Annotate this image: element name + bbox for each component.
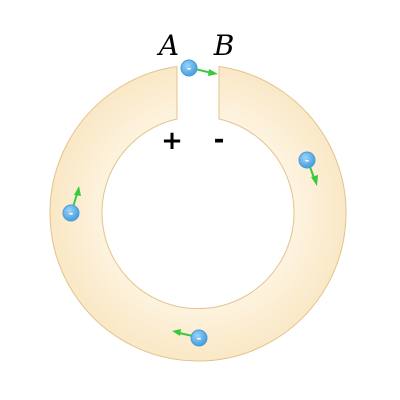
velocity-arrow-icon xyxy=(172,329,194,337)
electron-charge-symbol: - xyxy=(69,207,74,220)
electron-left: - xyxy=(62,186,81,222)
positive-charge-sign: + xyxy=(161,126,183,156)
electron-right: - xyxy=(298,151,318,186)
electron-icon: - xyxy=(180,59,198,77)
electron-bottom: - xyxy=(172,329,208,347)
electron-gap: - xyxy=(180,59,218,77)
electron-icon: - xyxy=(190,329,208,347)
electron-charge-symbol: - xyxy=(187,62,192,75)
electron-icon: - xyxy=(298,151,316,169)
label-end-a: A xyxy=(156,29,179,62)
label-end-b: B xyxy=(213,29,235,62)
electron-charge-symbol: - xyxy=(305,154,310,167)
electron-icon: - xyxy=(62,204,80,222)
negative-charge-sign: - xyxy=(214,125,225,155)
velocity-arrow-icon xyxy=(194,68,218,76)
split-ring-body xyxy=(49,65,347,362)
electron-charge-symbol: - xyxy=(197,332,202,345)
velocity-arrow-icon xyxy=(72,186,81,208)
